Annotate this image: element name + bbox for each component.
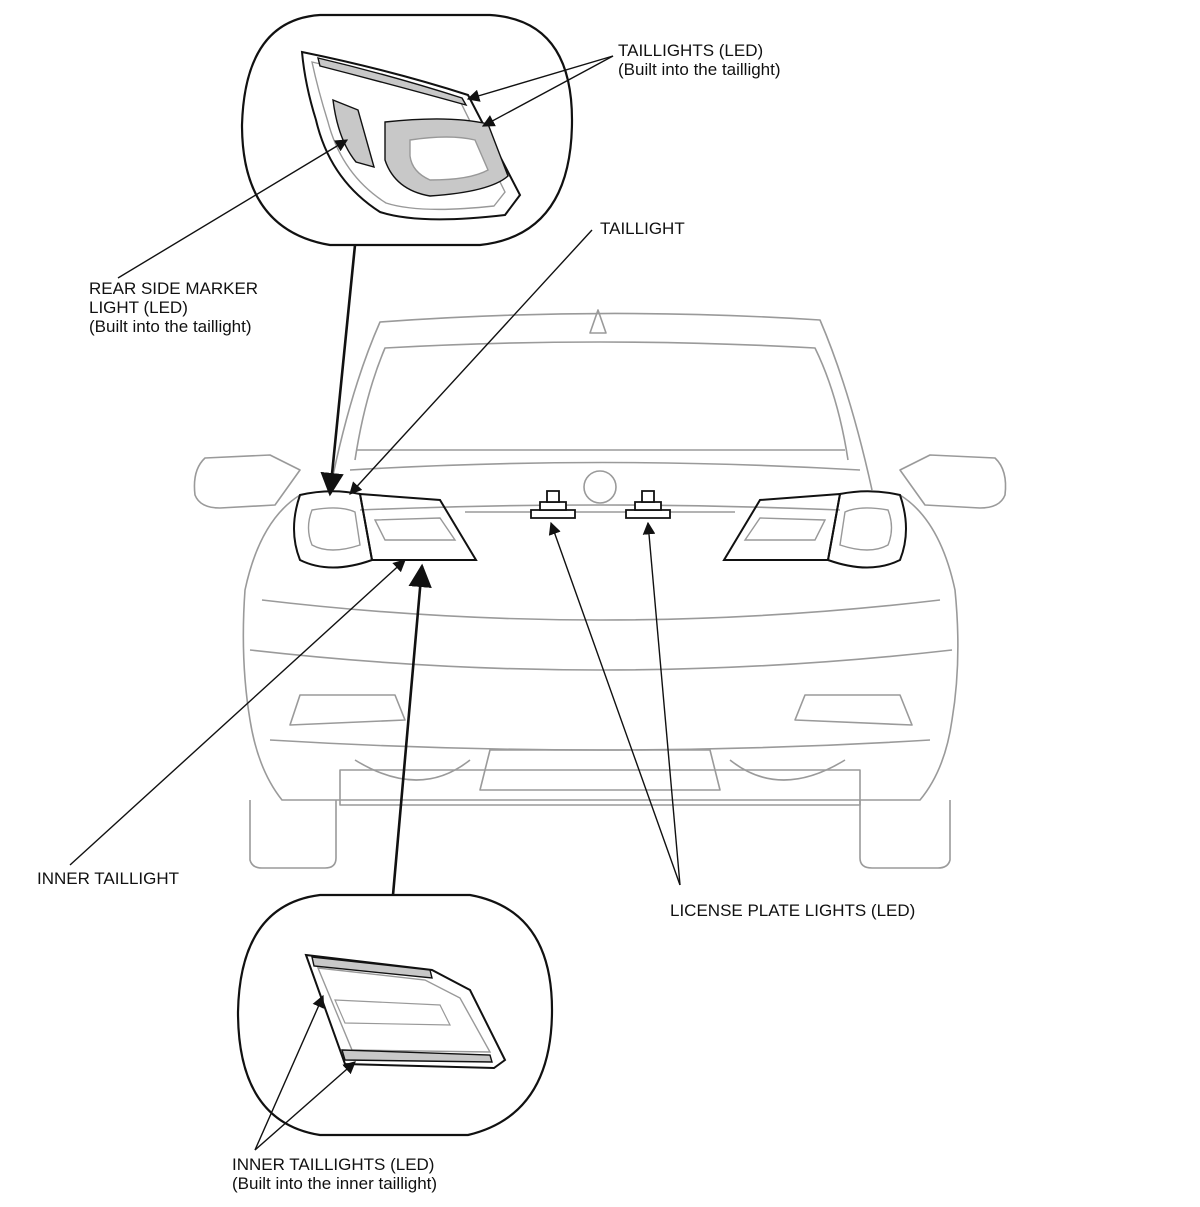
taillight-detail-view bbox=[240, 13, 574, 247]
right-taillight-on-car bbox=[722, 490, 907, 569]
callout-license-plate-lights-line1: LICENSE PLATE LIGHTS (LED) bbox=[670, 901, 916, 920]
callout-taillights-led-line1: TAILLIGHTS (LED) bbox=[618, 41, 764, 60]
left-taillight-on-car bbox=[293, 490, 478, 569]
callout-rear-side-marker-line2: LIGHT (LED) bbox=[89, 298, 188, 317]
inner-taillight-detail-view bbox=[236, 893, 554, 1137]
callout-inner-taillights-led-line2: (Built into the inner taillight) bbox=[232, 1174, 438, 1193]
callout-inner-taillights-led-line1: INNER TAILLIGHTS (LED) bbox=[232, 1155, 435, 1174]
callout-license-plate-lights: LICENSE PLATE LIGHTS (LED) bbox=[670, 901, 915, 920]
callout-inner-taillights-led: INNER TAILLIGHTS (LED) (Built into the i… bbox=[232, 1155, 437, 1193]
callout-taillight-line1: TAILLIGHT bbox=[600, 219, 685, 238]
callout-taillights-led: TAILLIGHTS (LED) (Built into the taillig… bbox=[618, 41, 781, 79]
car-rear-view bbox=[193, 309, 1007, 869]
callout-rear-side-marker-line1: REAR SIDE MARKER bbox=[89, 279, 259, 298]
callout-taillights-led-line2: (Built into the taillight) bbox=[618, 60, 781, 79]
callout-inner-taillight-line1: INNER TAILLIGHT bbox=[37, 869, 180, 888]
leader-lines bbox=[69, 55, 681, 1151]
callout-rear-side-marker: REAR SIDE MARKER LIGHT (LED) (Built into… bbox=[89, 279, 258, 336]
callout-rear-side-marker-line3: (Built into the taillight) bbox=[89, 317, 252, 336]
callout-taillight: TAILLIGHT bbox=[600, 219, 685, 238]
license-plate-lights bbox=[530, 490, 671, 519]
callout-inner-taillight: INNER TAILLIGHT bbox=[37, 869, 179, 888]
